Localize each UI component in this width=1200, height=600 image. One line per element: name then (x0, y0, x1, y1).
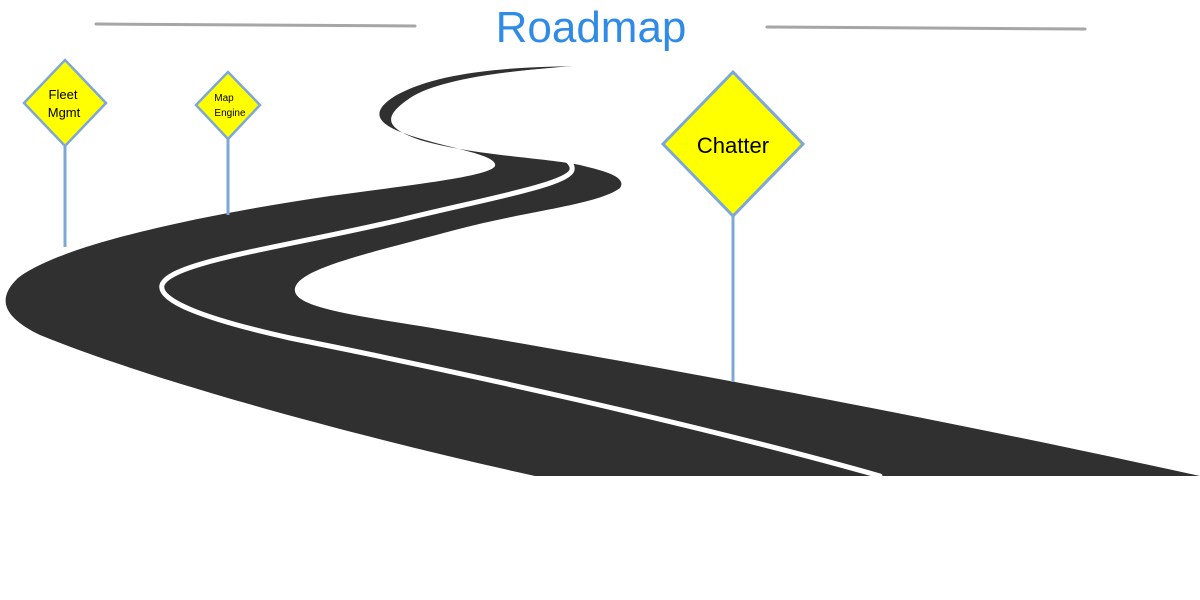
road-lane-marking (159, 64, 883, 479)
sign-chatter: Chatter (660, 69, 806, 382)
sign-label-line: Fleet (49, 87, 78, 102)
sign-label-line: Chatter (697, 133, 769, 158)
sign-fleet-mgmt: Fleet Mgmt (22, 58, 108, 247)
sign-label-line: Mgmt (48, 105, 81, 120)
sign-label-line: Map (214, 93, 234, 104)
diamond-road-sign-icon (660, 69, 806, 219)
page-title: Roadmap (496, 3, 687, 52)
diamond-road-sign-icon (194, 70, 262, 141)
sign-label-line: Engine (214, 108, 246, 119)
title-rule-left (94, 22, 417, 28)
diamond-road-sign-icon (22, 58, 108, 148)
winding-road (5, 66, 1200, 476)
title-rule-right (765, 25, 1087, 31)
sign-map-engine: Map Engine (194, 70, 262, 215)
